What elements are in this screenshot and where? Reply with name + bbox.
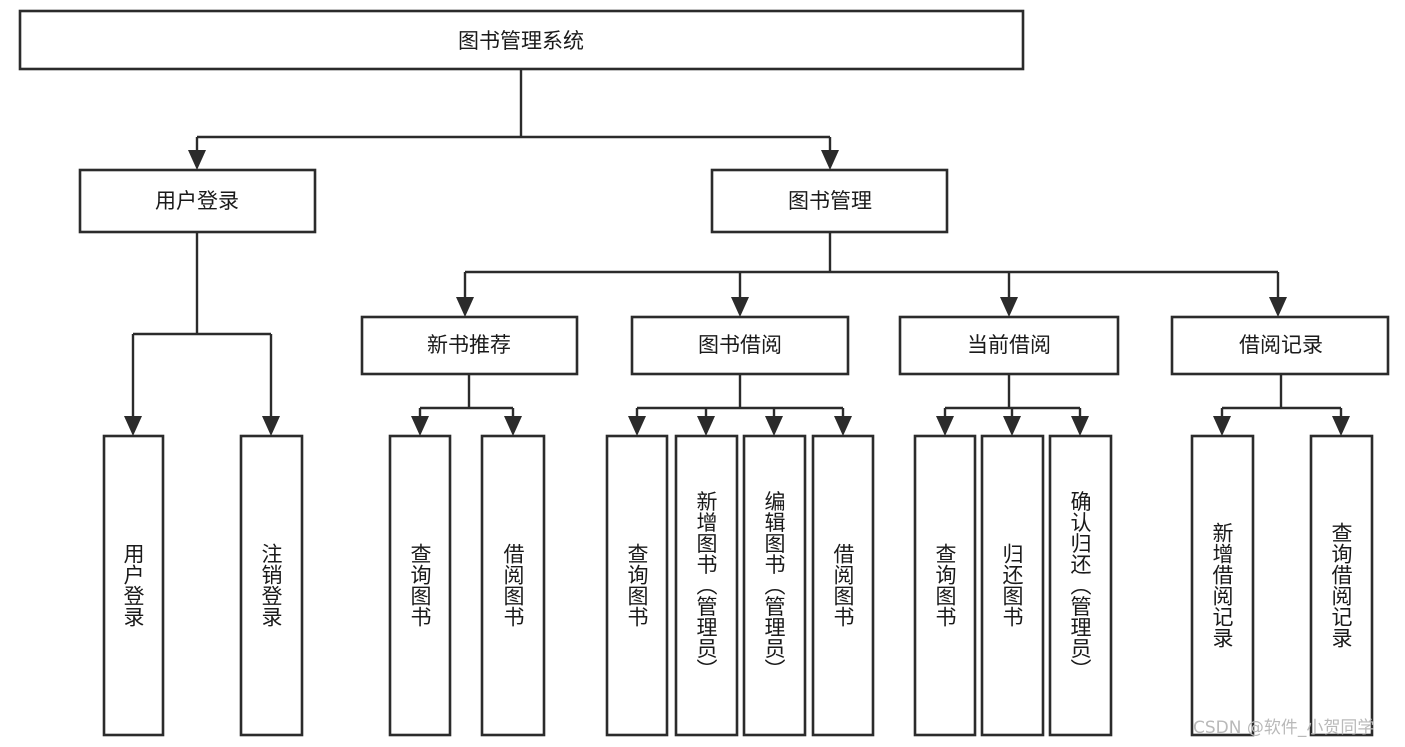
arrowhead-user-login-child-1 [262,416,280,436]
arrowhead-user-login-child-0 [124,416,142,436]
arrowhead-book-borrow-child-2 [765,416,783,436]
arrowhead-book-borrow-child-0 [628,416,646,436]
arrowhead-book-borrow-child-3 [834,416,852,436]
arrowhead-borrow-record [1269,297,1287,317]
edges-layer [124,69,1350,436]
arrowhead-borrow-record-child-0 [1213,416,1231,436]
node-new-book-recommend[interactable]: 新书推荐 [360,315,579,376]
leaf-new-book-0[interactable]: 查询图书 [388,434,452,737]
node-book-borrow[interactable]: 图书借阅 [630,315,850,376]
node-current-borrow[interactable]: 当前借阅 [898,315,1120,376]
leaf-book-borrow-2[interactable]: 编辑图书（管理员） [742,434,807,737]
arrowhead-user-login [188,150,206,170]
node-book-management[interactable]: 图书管理 [710,168,949,234]
arrowhead-current-borrow-child-1 [1003,416,1021,436]
arrowhead-current-borrow-child-2 [1071,416,1089,436]
leaf-book-borrow-3-label: 借阅图书 [831,543,855,627]
leaf-book-borrow-1[interactable]: 新增图书（管理员） [674,434,739,737]
arrowhead-book-borrow-child-1 [697,416,715,436]
nodes-layer: 图书管理系统 用户登录 图书管理 新书推荐 图书借阅 [18,9,1390,737]
arrowhead-new-book-recommend [456,297,474,317]
leaf-current-borrow-0-label: 查询图书 [933,543,957,627]
leaf-user-login-0-label: 用户登录 [121,543,145,627]
node-book-borrow-label: 图书借阅 [698,333,782,357]
node-book-management-label: 图书管理 [788,189,872,213]
node-user-login[interactable]: 用户登录 [78,168,317,234]
leaf-current-borrow-2[interactable]: 确认归还（管理员） [1048,434,1113,737]
leaf-current-borrow-2-label: 确认归还（管理员） [1068,491,1092,680]
leaf-user-login-1-label: 注销登录 [259,543,283,627]
leaf-borrow-record-1-label: 查询借阅记录 [1329,522,1353,648]
node-root-system-label: 图书管理系统 [458,29,584,53]
node-user-login-label: 用户登录 [155,189,239,213]
node-borrow-record[interactable]: 借阅记录 [1170,315,1390,376]
leaf-book-borrow-3[interactable]: 借阅图书 [811,434,875,737]
node-current-borrow-label: 当前借阅 [967,333,1051,357]
leaf-new-book-0-label: 查询图书 [408,543,432,627]
arrowhead-book-manage [821,150,839,170]
arrowhead-book-borrow [731,297,749,317]
node-root-system[interactable]: 图书管理系统 [18,9,1025,71]
leaf-borrow-record-1[interactable]: 查询借阅记录 [1309,434,1374,737]
arrowhead-current-borrow-child-0 [936,416,954,436]
leaf-book-borrow-2-label: 编辑图书（管理员） [762,491,786,680]
arrowhead-new-book-child-0 [411,416,429,436]
csdn-watermark: CSDN @软件_小贺同学 [1193,718,1374,738]
leaf-new-book-1-label: 借阅图书 [501,543,525,627]
leaf-current-borrow-1-label: 归还图书 [1000,543,1024,627]
leaf-book-borrow-1-label: 新增图书（管理员） [694,491,718,680]
leaf-new-book-1[interactable]: 借阅图书 [480,434,546,737]
leaf-current-borrow-1[interactable]: 归还图书 [980,434,1045,737]
leaf-current-borrow-0[interactable]: 查询图书 [913,434,977,737]
leaf-borrow-record-0-label: 新增借阅记录 [1210,522,1234,648]
node-new-book-recommend-label: 新书推荐 [427,333,511,357]
arrowhead-current-borrow [1000,297,1018,317]
arrowhead-borrow-record-child-1 [1332,416,1350,436]
leaf-book-borrow-0[interactable]: 查询图书 [605,434,669,737]
leaf-book-borrow-0-label: 查询图书 [625,543,649,627]
node-borrow-record-label: 借阅记录 [1239,333,1323,357]
arrowhead-new-book-child-1 [504,416,522,436]
leaf-user-login-1[interactable]: 注销登录 [239,434,304,737]
leaf-borrow-record-0[interactable]: 新增借阅记录 [1190,434,1255,737]
leaf-user-login-0[interactable]: 用户登录 [102,434,165,737]
